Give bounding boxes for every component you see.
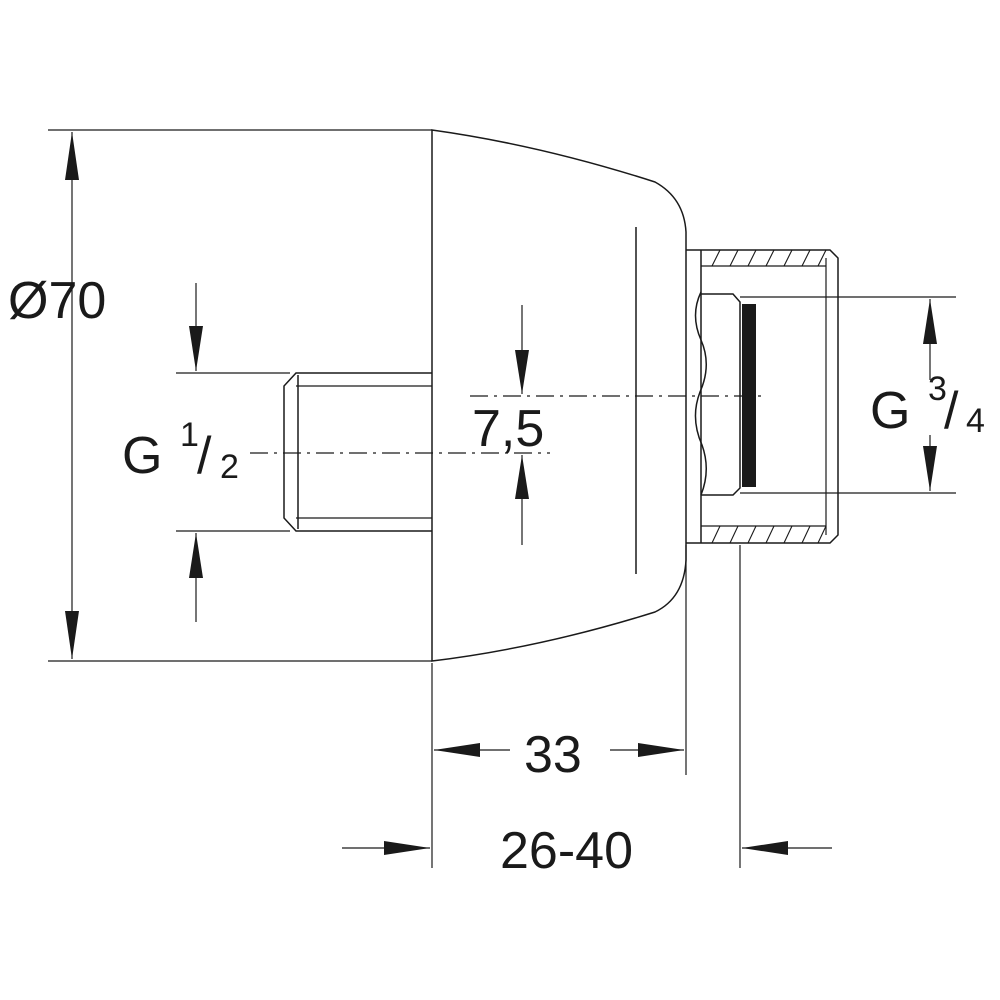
inlet-thread-label: G 1 / 2 bbox=[122, 416, 239, 486]
arrow-down bbox=[65, 611, 79, 659]
arrow-up bbox=[65, 132, 79, 180]
inlet-thread-dimension: G 1 / 2 bbox=[122, 283, 290, 622]
inner-bore bbox=[701, 293, 741, 496]
arrow-right bbox=[384, 841, 430, 855]
hatching-top bbox=[711, 249, 827, 267]
diameter-label: Ø70 bbox=[8, 272, 106, 330]
seal-ring bbox=[742, 304, 756, 487]
arrow-down bbox=[189, 326, 203, 371]
offset-label: 7,5 bbox=[472, 400, 544, 458]
hatching-bottom bbox=[711, 525, 827, 544]
outlet-thread-label: G 3 / 4 bbox=[870, 370, 985, 440]
arrow-up bbox=[515, 455, 529, 499]
depth-dimension: 33 bbox=[431, 545, 687, 868]
arrow-up bbox=[189, 533, 203, 578]
outlet-outer bbox=[686, 249, 839, 544]
diameter-dimension: Ø70 bbox=[8, 129, 432, 662]
outlet-fitting bbox=[686, 249, 956, 544]
range-label: 26-40 bbox=[500, 822, 633, 880]
inlet-stub-outline bbox=[283, 372, 432, 532]
offset-dimension: 7,5 bbox=[472, 305, 544, 545]
inlet-stub bbox=[283, 372, 432, 532]
arrow-down bbox=[923, 446, 937, 491]
arrow-left bbox=[742, 841, 788, 855]
arrow-up bbox=[923, 299, 937, 344]
arrow-right bbox=[638, 743, 684, 757]
depth-label: 33 bbox=[524, 726, 582, 784]
break-line bbox=[694, 291, 707, 496]
arrow-left bbox=[434, 743, 480, 757]
range-dimension: 26-40 bbox=[342, 545, 832, 880]
arrow-down bbox=[515, 350, 529, 394]
outlet-thread-dimension: G 3 / 4 bbox=[870, 299, 985, 491]
